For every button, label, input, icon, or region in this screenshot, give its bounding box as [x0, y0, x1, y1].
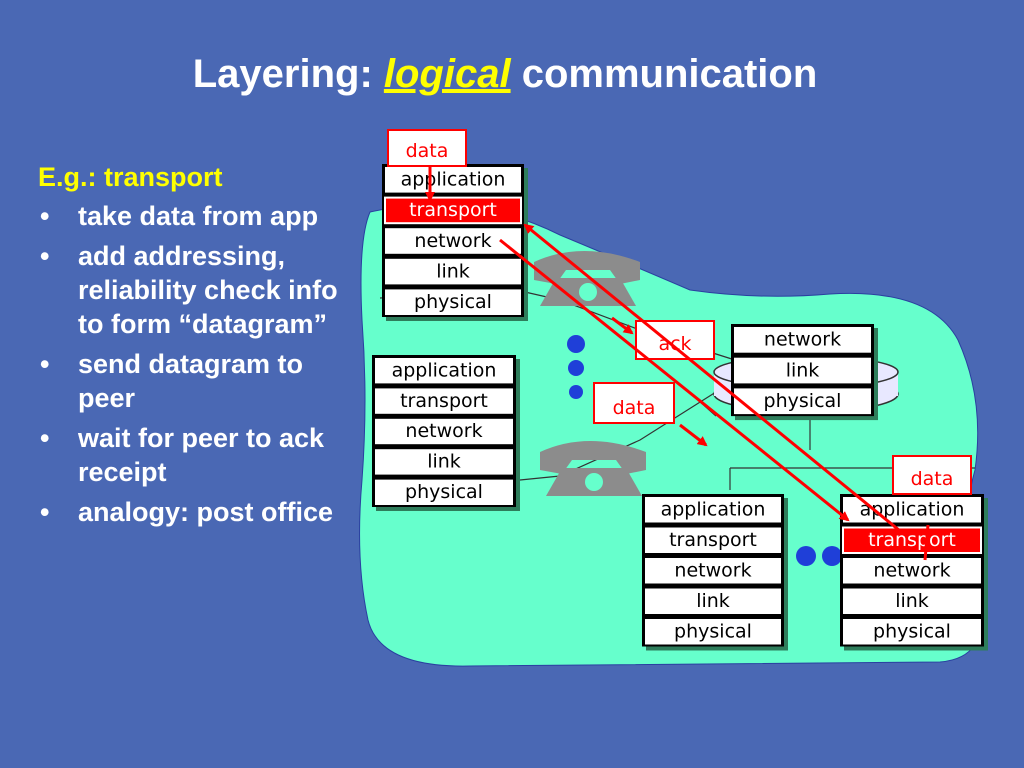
stack-layer-label: transport: [669, 529, 757, 551]
stack-layer-cell: [734, 327, 871, 353]
stack-layer-cell: [385, 289, 521, 315]
stack-layer-cell: [385, 167, 521, 193]
stack-layer-label: physical: [873, 621, 951, 643]
bullet-item: •add addressing, reliability check info …: [40, 241, 338, 339]
message-arrows: [425, 165, 930, 561]
stack-layer-cell: [645, 588, 781, 614]
stack-layer-label: physical: [674, 621, 752, 643]
router-stack: network link physical: [731, 324, 878, 421]
host-stack-top-left: application transport network link physical: [382, 164, 528, 321]
stack-layer-cell: [734, 357, 871, 384]
ack-tag-text: ack: [658, 333, 691, 355]
stack-layer-cell: [843, 558, 981, 584]
bullet-item: •send datagram to peer: [40, 349, 304, 413]
stack-layer-cell: [645, 497, 781, 523]
stack-layer-cell: [734, 388, 871, 415]
stack-layer-label: link: [786, 359, 820, 381]
slide-title: Layering: logical communication: [0, 52, 1010, 97]
stack-layer-label: physical: [764, 390, 842, 412]
stack-layer-cell: [645, 527, 781, 553]
stack-layer-label: application: [860, 499, 965, 521]
bullet-list: •take data from app •add addressing, rel…: [38, 199, 348, 529]
data-tag-text: data: [911, 468, 954, 490]
stack-layer-cell: [384, 196, 522, 225]
data-tag: data: [892, 455, 972, 495]
stack-layer-cell: [375, 449, 513, 475]
stack-layer-label: link: [696, 590, 730, 612]
stack-layer-label: network: [764, 329, 841, 351]
stack-layer-label: physical: [414, 291, 492, 313]
stack-layer-label: transport: [409, 199, 497, 221]
title-emphasis: logical: [383, 52, 511, 96]
stack-layer-label: link: [436, 260, 470, 282]
stack-layer-cell: [375, 388, 513, 414]
title-prefix: Layering:: [192, 52, 384, 96]
stack-layer-cell: [375, 479, 513, 505]
telephone-icon: [540, 441, 646, 496]
stack-layer-label: network: [414, 230, 491, 252]
stack-layer-label: application: [661, 499, 766, 521]
stack-layer-label: physical: [405, 481, 483, 503]
stack-layer-cell: [375, 358, 513, 384]
title-suffix: communication: [510, 52, 818, 96]
stack-layer-label: application: [401, 169, 506, 191]
stack-layer-label: transport: [400, 390, 488, 412]
stack-layer-cell: [645, 558, 781, 584]
stack-layer-label: link: [427, 451, 461, 473]
host-stack-bottom: application transport network link physical: [642, 494, 788, 651]
stack-layer-cell: [375, 418, 513, 445]
stack-layer-cell: [843, 619, 981, 645]
example-heading: E.g.: transport: [38, 162, 223, 192]
stack-layer-label: network: [674, 560, 751, 582]
data-tag-text: data: [613, 397, 656, 419]
data-tag: data: [387, 129, 467, 167]
data-tag: data: [593, 382, 675, 424]
bullet-item: •take data from app: [40, 201, 319, 231]
bullet-item: •analogy: post office: [40, 497, 334, 527]
stack-layer-label: link: [895, 590, 929, 612]
stack-layer-label: network: [873, 560, 950, 582]
stack-layer-label: transport: [868, 529, 956, 551]
host-stack-mid-left: application transport network link physical: [372, 355, 520, 511]
stack-layer-cell: [385, 258, 521, 285]
bullet-panel: E.g.: transport •take data from app •add…: [38, 162, 348, 535]
stack-layer-cell: [842, 526, 982, 554]
bullet-item: •wait for peer to ack receipt: [40, 423, 325, 487]
stack-layer-cell: [385, 228, 521, 254]
stack-layer-cell: [843, 588, 981, 614]
data-tag-text: data: [406, 140, 449, 162]
stack-layer-label: application: [392, 359, 497, 381]
stack-layer-label: network: [405, 420, 482, 442]
telephone-icon: [534, 251, 640, 306]
ellipsis-dots: [567, 335, 842, 566]
stack-layer-cell: [645, 619, 781, 645]
host-stack-bottom-right: application transport network link physical: [840, 494, 988, 651]
